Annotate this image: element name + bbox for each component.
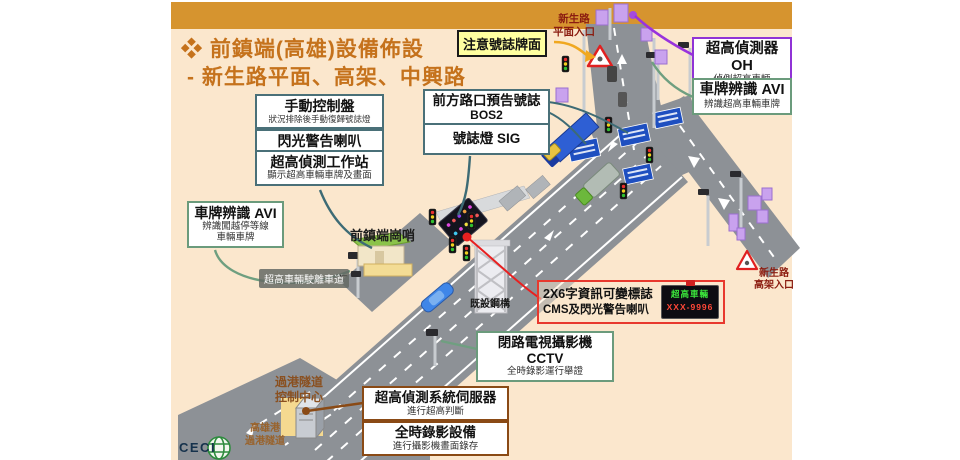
control-center-building bbox=[281, 396, 326, 440]
slide-title-line2: - 新生路平面、高架、中興路 bbox=[187, 66, 466, 89]
red-line-dot bbox=[462, 232, 472, 242]
checkpoint-label: 前鎮端崗哨 bbox=[350, 228, 416, 243]
harbor-tunnel-label: 高雄港 過港隧道 bbox=[245, 423, 285, 447]
cms-display-sign: 超高車輛 XXX-9996 bbox=[661, 280, 719, 319]
surface-entrance-label: 新生路 平面入口 bbox=[553, 13, 595, 38]
steel-truss bbox=[471, 239, 511, 314]
top-banner bbox=[171, 2, 792, 29]
avi-left-callout: 車牌辨識 AVI 辨識闖越停等線 車輛車牌 bbox=[187, 201, 284, 248]
brown-line-dot bbox=[302, 407, 310, 415]
bos2-callout: 前方路口預告號誌 BOS2 bbox=[423, 89, 550, 127]
traffic-lights bbox=[428, 55, 654, 262]
lane-arrows bbox=[246, 54, 730, 436]
sign-backs bbox=[498, 174, 551, 212]
oh-workstation-callout: 超高偵測工作站 顯示超高車輛車牌及畫面 bbox=[255, 150, 384, 187]
steel-structure-label: 既設鋼構 bbox=[470, 299, 510, 310]
avi-right-callout: 車牌辨識 AVI 辨識超高車輛車牌 bbox=[692, 78, 792, 115]
camera-poles bbox=[348, 8, 743, 366]
cms-callout: 2X6字資訊可變標誌 CMS及閃光警告喇叭 超高車輛 XXX-9996 bbox=[537, 280, 725, 324]
dark-car bbox=[618, 92, 627, 107]
elevated-entrance-label: 新生路 高架入口 bbox=[754, 268, 794, 291]
ceci-logo-globe bbox=[207, 436, 231, 460]
cms-beacon-icon bbox=[686, 280, 695, 286]
dark-car bbox=[607, 66, 617, 82]
server-callout: 超高偵測系統伺服器 進行超高判斷 bbox=[362, 386, 509, 422]
vehicles bbox=[420, 66, 627, 313]
tunnel-control-label: 過港隧道 控制中心 bbox=[274, 375, 323, 404]
blue-car bbox=[420, 282, 454, 313]
manual-control-callout: 手動控制盤 狀況排除後手動復歸號誌燈 bbox=[255, 94, 384, 129]
cctv-callout: 閉路電視攝影機 CCTV 全時錄影運行舉證 bbox=[476, 331, 614, 382]
left-arrow-icon: ← bbox=[337, 266, 350, 281]
recorder-callout: 全時錄影設備 進行攝影機畫面錄存 bbox=[362, 421, 509, 457]
green-truck bbox=[575, 162, 620, 206]
slide-title-line1: ❖ 前鎮端(高雄)設備佈設 bbox=[181, 38, 424, 61]
purple-panels bbox=[555, 3, 773, 241]
yellow-arrowhead bbox=[585, 50, 596, 62]
ceci-logo-text: CECI bbox=[179, 440, 217, 455]
sig-callout: 號誌燈 SIG bbox=[423, 123, 550, 155]
attention-sign-note: 注意號誌牌面 bbox=[457, 30, 548, 57]
leave-lane-label: 超高車輛駛離車道 bbox=[259, 269, 349, 288]
